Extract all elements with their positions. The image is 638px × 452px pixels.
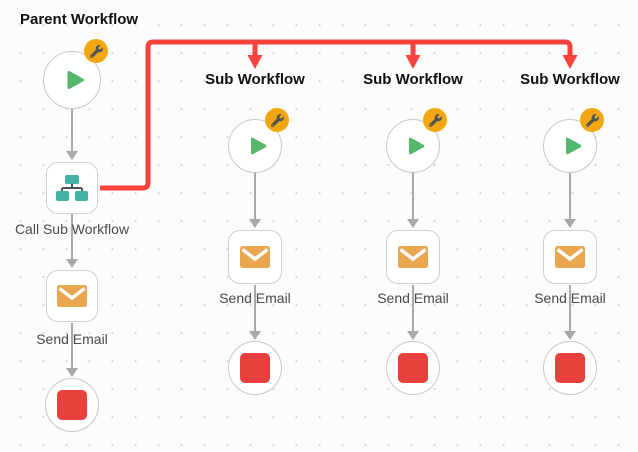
call-sub-workflow-node[interactable] bbox=[46, 162, 98, 214]
sub-workflow-title: Sub Workflow bbox=[363, 71, 463, 88]
send-email-node[interactable] bbox=[228, 230, 282, 284]
send-email-label: Send Email bbox=[36, 331, 108, 347]
sub-workflow-column-2: Sub Workflow Send Email bbox=[328, 0, 498, 452]
sub-workflow-column-3: Sub Workflow Send Email bbox=[485, 0, 638, 452]
sub-workflow-title: Sub Workflow bbox=[520, 71, 620, 88]
wrench-badge bbox=[84, 39, 108, 63]
parent-workflow-title: Parent Workflow bbox=[20, 11, 139, 28]
connector-arrow bbox=[66, 323, 78, 377]
play-icon bbox=[250, 137, 267, 155]
connector-arrow bbox=[66, 109, 78, 160]
stop-icon bbox=[240, 353, 270, 383]
sitemap-icon bbox=[56, 174, 88, 201]
envelope-icon bbox=[57, 285, 87, 307]
connector-arrow bbox=[249, 285, 261, 340]
wrench-icon bbox=[585, 113, 599, 127]
end-node[interactable] bbox=[228, 341, 282, 395]
wrench-badge bbox=[423, 108, 447, 132]
connector-arrow bbox=[407, 173, 419, 228]
send-email-node[interactable] bbox=[46, 270, 98, 322]
connector-arrow bbox=[66, 214, 78, 268]
envelope-icon bbox=[240, 246, 270, 268]
envelope-icon bbox=[398, 246, 428, 268]
stop-icon bbox=[398, 353, 428, 383]
send-email-label: Send Email bbox=[219, 290, 291, 306]
envelope-icon bbox=[555, 246, 585, 268]
connector-arrow bbox=[407, 285, 419, 340]
wrench-icon bbox=[428, 113, 442, 127]
wrench-icon bbox=[270, 113, 284, 127]
end-node[interactable] bbox=[45, 378, 99, 432]
stop-icon bbox=[57, 390, 87, 420]
send-email-node[interactable] bbox=[543, 230, 597, 284]
connector-arrow bbox=[564, 285, 576, 340]
end-node[interactable] bbox=[386, 341, 440, 395]
trigger-node[interactable] bbox=[43, 51, 101, 109]
send-email-label: Send Email bbox=[377, 290, 449, 306]
end-node[interactable] bbox=[543, 341, 597, 395]
send-email-label: Send Email bbox=[534, 290, 606, 306]
connector-arrow bbox=[564, 173, 576, 228]
send-email-node[interactable] bbox=[386, 230, 440, 284]
call-sub-workflow-label: Call Sub Workflow bbox=[14, 221, 130, 237]
play-icon bbox=[67, 71, 84, 89]
parent-workflow-column: Parent Workflow Call Sub Workflow bbox=[0, 0, 175, 452]
play-icon bbox=[565, 137, 582, 155]
wrench-badge bbox=[265, 108, 289, 132]
sub-workflow-column-1: Sub Workflow Send Email bbox=[170, 0, 340, 452]
wrench-badge bbox=[580, 108, 604, 132]
sub-workflow-title: Sub Workflow bbox=[205, 71, 305, 88]
stop-icon bbox=[555, 353, 585, 383]
wrench-icon bbox=[89, 44, 103, 58]
connector-arrow bbox=[249, 173, 261, 228]
play-icon bbox=[408, 137, 425, 155]
